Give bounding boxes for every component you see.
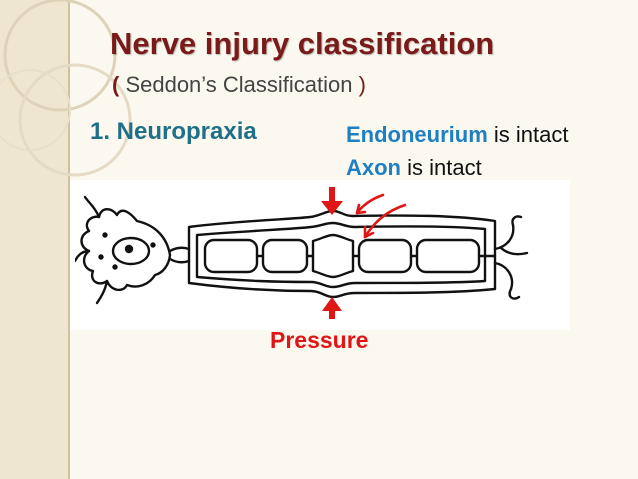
note-rest: is intact xyxy=(401,155,482,180)
decorative-circles xyxy=(0,0,132,177)
slide-subtitle: ( Seddon’s Classification ) xyxy=(112,72,366,98)
pressure-arrows xyxy=(321,187,343,319)
note-rest: is intact xyxy=(487,122,569,147)
note-axon: Axon is intact xyxy=(346,155,482,181)
subtitle-text: Seddon’s Classification xyxy=(119,72,359,97)
note-term: Axon xyxy=(346,155,401,180)
subtitle-close-paren: ) xyxy=(358,72,366,97)
neuron-cell-body xyxy=(75,195,191,305)
nerve-diagram xyxy=(75,187,529,319)
axon-terminals xyxy=(493,215,529,300)
pressure-label: Pressure xyxy=(270,327,369,353)
pointer-arrows xyxy=(355,193,407,239)
note-endoneurium: Endoneurium is intact xyxy=(346,122,568,148)
nerve-fiber xyxy=(187,209,497,299)
section-heading: 1. Neuropraxia xyxy=(90,118,257,145)
subtitle-open-paren: ( xyxy=(112,72,120,97)
note-term: Endoneurium xyxy=(346,122,488,147)
slide-title: Nerve injury classification xyxy=(110,26,495,61)
